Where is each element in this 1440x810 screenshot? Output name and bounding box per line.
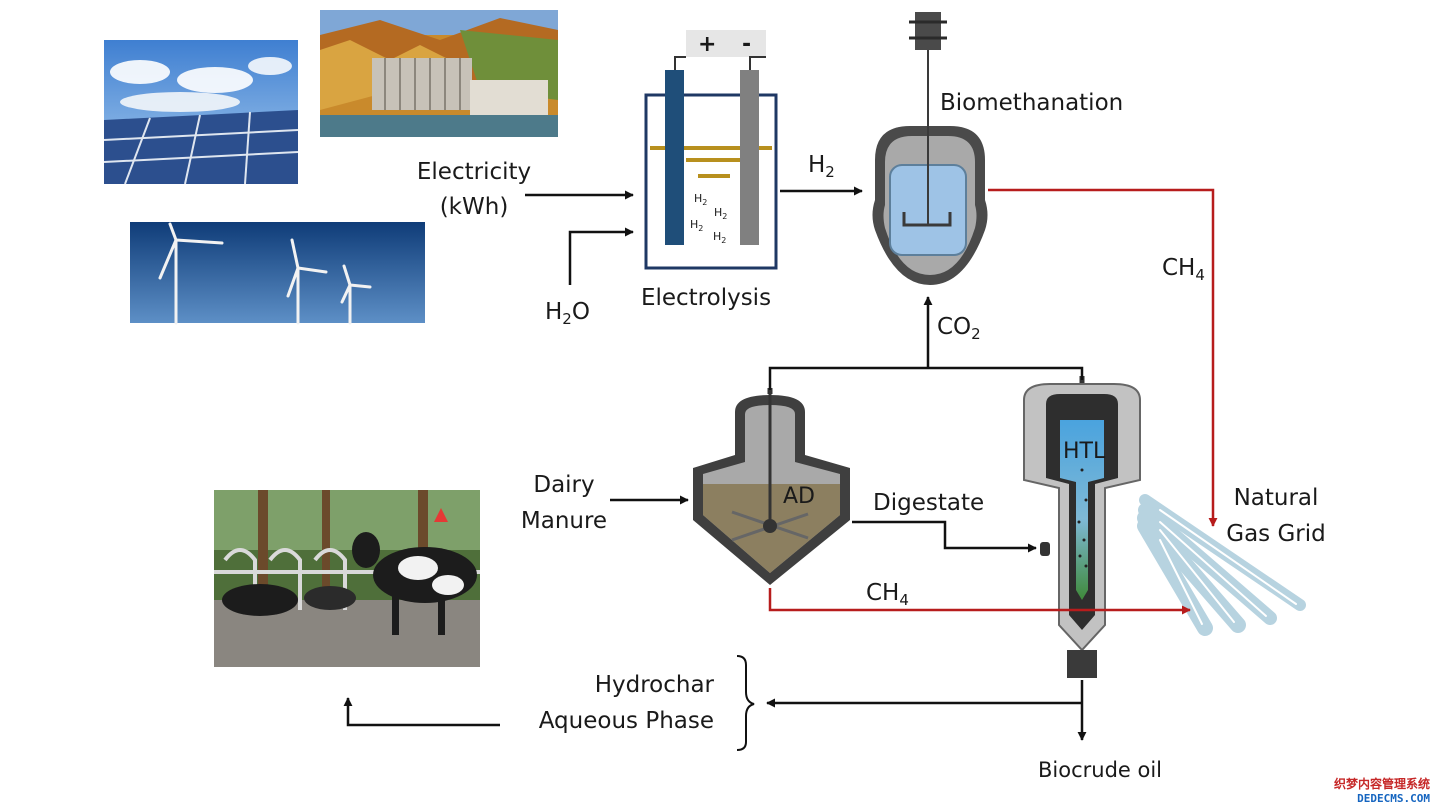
ad-digester xyxy=(693,388,850,585)
htl-reactor xyxy=(1023,376,1141,678)
wind-turbine-photo xyxy=(130,222,425,325)
ch4-bottom-line xyxy=(768,588,1191,615)
solar-panel-photo xyxy=(103,40,299,185)
biomethanation-reactor xyxy=(872,12,988,285)
ch4-top-line xyxy=(988,188,1218,527)
natural-gas-pipes-icon xyxy=(1137,494,1306,636)
kwh-label: (kWh) xyxy=(440,194,509,220)
co2-collector xyxy=(768,366,1084,390)
bubble-4: H2 xyxy=(713,230,726,245)
dairy-barn-photo xyxy=(214,490,480,667)
natural-label: Natural xyxy=(1234,485,1319,511)
biomethanation-label: Biomethanation xyxy=(940,90,1123,116)
electrolysis-cell: + - H2 H2 H2 H2 xyxy=(644,30,778,270)
electrolysis-label: Electrolysis xyxy=(641,285,771,311)
dairy-label: Dairy xyxy=(533,472,594,498)
labels: Electricity (kWh) H2O Electrolysis H2 Bi… xyxy=(417,90,1326,782)
hydrochar-label: Hydrochar xyxy=(595,672,715,698)
co2-label: CO2 xyxy=(937,314,981,343)
plus-label: + xyxy=(698,32,716,57)
digestate-label: Digestate xyxy=(873,490,984,516)
anode-electrode xyxy=(665,70,684,245)
bubble-3: H2 xyxy=(690,218,703,233)
byproduct-arrow xyxy=(343,697,500,727)
methane-lines xyxy=(768,188,1218,615)
bubble-2: H2 xyxy=(714,206,727,221)
bubble-1: H2 xyxy=(694,192,707,207)
watermark: 织梦内容管理系统 DEDECMS.COM xyxy=(1334,776,1430,805)
electricity-label: Electricity xyxy=(417,159,531,185)
watermark-line2: DEDECMS.COM xyxy=(1357,792,1430,805)
minus-label: - xyxy=(742,32,751,57)
gas-grid-label: Gas Grid xyxy=(1226,521,1325,547)
ch4-top-label: CH4 xyxy=(1162,255,1205,284)
flow-arrows xyxy=(343,186,1087,751)
h2-label: H2 xyxy=(808,152,835,181)
h2o-arrow xyxy=(568,227,634,285)
htl-label: HTL xyxy=(1063,439,1106,464)
ad-label: AD xyxy=(783,484,815,509)
hydro-dam-photo xyxy=(320,10,558,137)
digestate-arrow xyxy=(852,520,1037,553)
watermark-line1: 织梦内容管理系统 xyxy=(1334,776,1430,791)
aqueous-label: Aqueous Phase xyxy=(539,708,714,734)
manure-label: Manure xyxy=(521,508,607,534)
ch4-bottom-label: CH4 xyxy=(866,580,909,609)
h2o-label: H2O xyxy=(545,299,590,328)
cathode-electrode xyxy=(740,70,759,245)
brace xyxy=(736,655,755,751)
biocrude-label: Biocrude oil xyxy=(1038,758,1162,782)
